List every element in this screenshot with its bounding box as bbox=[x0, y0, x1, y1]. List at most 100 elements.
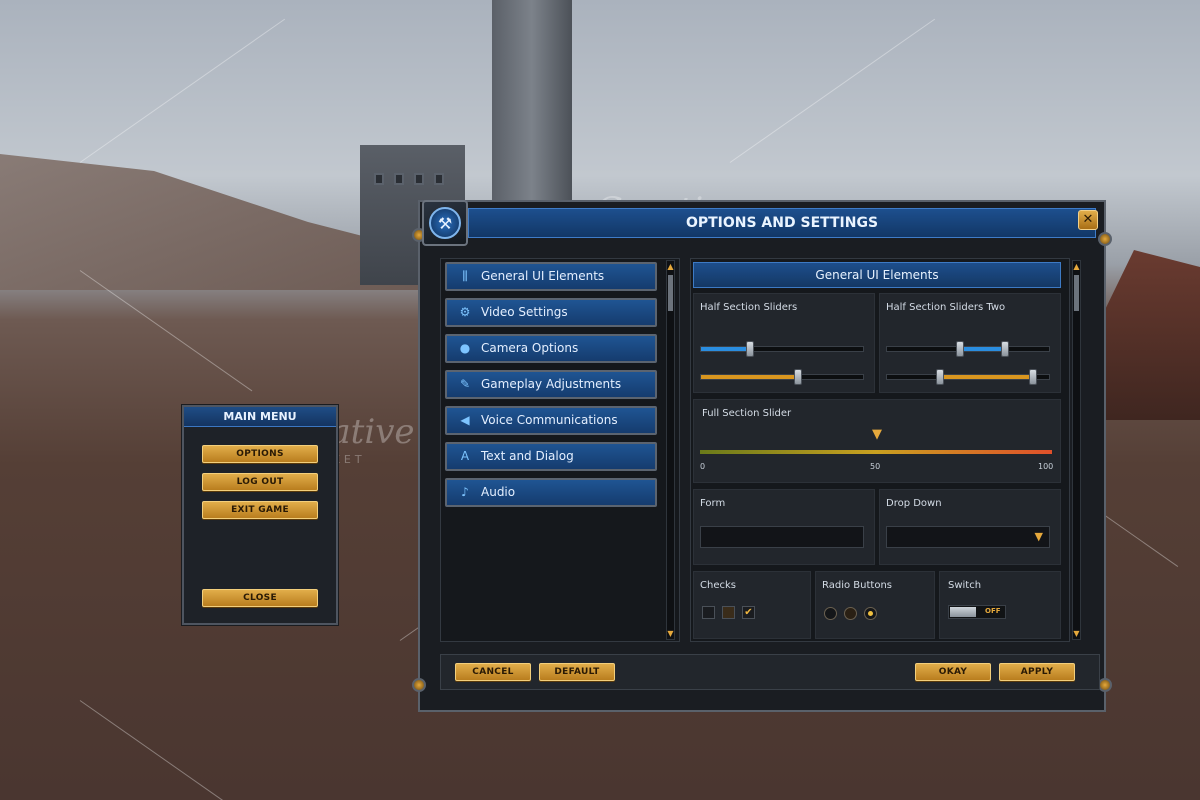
radio-option[interactable] bbox=[844, 607, 857, 620]
scroll-down-icon[interactable]: ▼ bbox=[1073, 629, 1080, 638]
background-rock bbox=[1090, 250, 1200, 420]
settings-nav: ⫼ General UI Elements ⚙ Video Settings ● Ca… bbox=[440, 258, 680, 642]
options-window: OPTIONS AND SETTINGS ⚒ ✕ ⫼ General UI Ele… bbox=[412, 200, 1112, 712]
slider-knob[interactable] bbox=[1028, 369, 1037, 385]
content-scrollbar[interactable]: ▲ ▼ bbox=[1072, 260, 1081, 640]
slider-fill bbox=[701, 375, 799, 379]
checks-label: Checks bbox=[700, 580, 736, 591]
music-note-icon: ♪ bbox=[461, 485, 469, 499]
slider-knob[interactable] bbox=[794, 369, 803, 385]
apply-button[interactable]: APPLY bbox=[999, 663, 1075, 681]
close-icon[interactable]: ✕ bbox=[1078, 210, 1098, 230]
okay-button[interactable]: OKAY bbox=[915, 663, 991, 681]
feather-icon: ✎ bbox=[459, 377, 471, 391]
radios-box: Radio Buttons bbox=[815, 571, 935, 639]
blue-slider[interactable] bbox=[700, 341, 864, 357]
toggle-switch[interactable]: OFF bbox=[948, 605, 1006, 619]
radio-option[interactable] bbox=[824, 607, 837, 620]
switch-box: Switch OFF bbox=[939, 571, 1061, 639]
gear-icon: ⚙ bbox=[459, 305, 471, 319]
nav-text-and-dialog[interactable]: A Text and Dialog bbox=[445, 442, 657, 471]
sliders-icon: ⫼ bbox=[462, 269, 468, 283]
half-sliders-two-label: Half Section Sliders Two bbox=[886, 302, 1006, 313]
slider-knob[interactable] bbox=[936, 369, 945, 385]
slider-min: 0 bbox=[700, 462, 706, 471]
nav-gameplay-adjustments[interactable]: ✎ Gameplay Adjustments bbox=[445, 370, 657, 399]
scroll-down-icon[interactable]: ▼ bbox=[667, 629, 674, 638]
checkbox-empty[interactable] bbox=[702, 606, 715, 619]
slider-fill bbox=[959, 347, 1006, 351]
corner-rivet bbox=[412, 678, 426, 692]
checks-box: Checks ✔ bbox=[693, 571, 811, 639]
orange-range-slider[interactable] bbox=[886, 369, 1050, 385]
scroll-up-icon[interactable]: ▲ bbox=[667, 262, 674, 271]
text-icon: A bbox=[460, 449, 470, 463]
blue-range-slider[interactable] bbox=[886, 341, 1050, 357]
nav-video-settings[interactable]: ⚙ Video Settings bbox=[445, 298, 657, 327]
half-sliders-label: Half Section Sliders bbox=[700, 302, 798, 313]
orange-slider[interactable] bbox=[700, 369, 864, 385]
nav-label: Audio bbox=[481, 485, 516, 499]
default-button[interactable]: DEFAULT bbox=[539, 663, 615, 681]
slider-knob[interactable] bbox=[745, 341, 754, 357]
settings-content: General UI Elements Half Section Sliders… bbox=[690, 258, 1070, 642]
slider-fill bbox=[940, 375, 1033, 379]
form-box: Form bbox=[693, 489, 875, 565]
slider-mid: 50 bbox=[870, 462, 881, 471]
main-menu-title: MAIN MENU bbox=[184, 407, 336, 427]
scroll-up-icon[interactable]: ▲ bbox=[1073, 262, 1080, 271]
main-menu-panel: MAIN MENU OPTIONS LOG OUT EXIT GAME CLOS… bbox=[182, 405, 338, 625]
full-slider-box: Full Section Slider ▼ 0 50 100 bbox=[693, 399, 1061, 483]
options-footer: CANCEL DEFAULT OKAY APPLY bbox=[440, 654, 1100, 690]
close-button[interactable]: CLOSE bbox=[202, 589, 318, 607]
radios-label: Radio Buttons bbox=[822, 580, 892, 591]
slider-knob[interactable] bbox=[955, 341, 964, 357]
dropdown-select[interactable]: ▼ bbox=[886, 526, 1050, 548]
slider-marker-icon[interactable]: ▼ bbox=[872, 427, 882, 442]
chevron-down-icon[interactable]: ▼ bbox=[1034, 530, 1043, 543]
slider-fill bbox=[701, 347, 750, 351]
options-button[interactable]: OPTIONS bbox=[202, 445, 318, 463]
camera-icon: ● bbox=[459, 341, 471, 355]
radio-option-selected[interactable] bbox=[864, 607, 877, 620]
corner-rivet bbox=[1098, 678, 1112, 692]
nav-camera-options[interactable]: ● Camera Options bbox=[445, 334, 657, 363]
corner-rivet bbox=[1098, 232, 1112, 246]
switch-state: OFF bbox=[985, 607, 1001, 615]
nav-label: Voice Communications bbox=[481, 413, 618, 427]
full-slider-track[interactable] bbox=[700, 450, 1052, 454]
checkbox-checked[interactable]: ✔ bbox=[742, 606, 755, 619]
exit-game-button[interactable]: EXIT GAME bbox=[202, 501, 318, 519]
options-title: OPTIONS AND SETTINGS bbox=[468, 208, 1096, 238]
half-sliders-two-box: Half Section Sliders Two bbox=[879, 293, 1061, 393]
background-tower bbox=[492, 0, 572, 200]
nav-audio[interactable]: ♪ Audio bbox=[445, 478, 657, 507]
scroll-thumb[interactable] bbox=[1074, 275, 1079, 311]
half-sliders-box: Half Section Sliders bbox=[693, 293, 875, 393]
slider-max: 100 bbox=[1038, 462, 1054, 471]
log-out-button[interactable]: LOG OUT bbox=[202, 473, 318, 491]
megaphone-icon: ◀ bbox=[460, 413, 470, 427]
nav-general-ui-elements[interactable]: ⫼ General UI Elements bbox=[445, 262, 657, 291]
section-title: General UI Elements bbox=[693, 262, 1061, 288]
nav-label: Video Settings bbox=[481, 305, 568, 319]
options-logo: ⚒ bbox=[422, 200, 468, 246]
nav-label: Gameplay Adjustments bbox=[481, 377, 622, 391]
tools-icon: ⚒ bbox=[429, 207, 461, 239]
nav-label: Text and Dialog bbox=[481, 449, 574, 463]
dropdown-label: Drop Down bbox=[886, 498, 942, 509]
form-input[interactable] bbox=[700, 526, 864, 548]
nav-voice-communications[interactable]: ◀ Voice Communications bbox=[445, 406, 657, 435]
switch-label: Switch bbox=[948, 580, 982, 591]
switch-handle bbox=[950, 607, 976, 617]
dropdown-box: Drop Down ▼ bbox=[879, 489, 1061, 565]
checkbox-hover[interactable] bbox=[722, 606, 735, 619]
scroll-thumb[interactable] bbox=[668, 275, 673, 311]
nav-label: General UI Elements bbox=[481, 269, 605, 283]
cancel-button[interactable]: CANCEL bbox=[455, 663, 531, 681]
slider-knob[interactable] bbox=[1001, 341, 1010, 357]
nav-label: Camera Options bbox=[481, 341, 579, 355]
full-slider-label: Full Section Slider bbox=[702, 408, 792, 419]
form-label: Form bbox=[700, 498, 726, 509]
nav-scrollbar[interactable]: ▲ ▼ bbox=[666, 260, 675, 640]
